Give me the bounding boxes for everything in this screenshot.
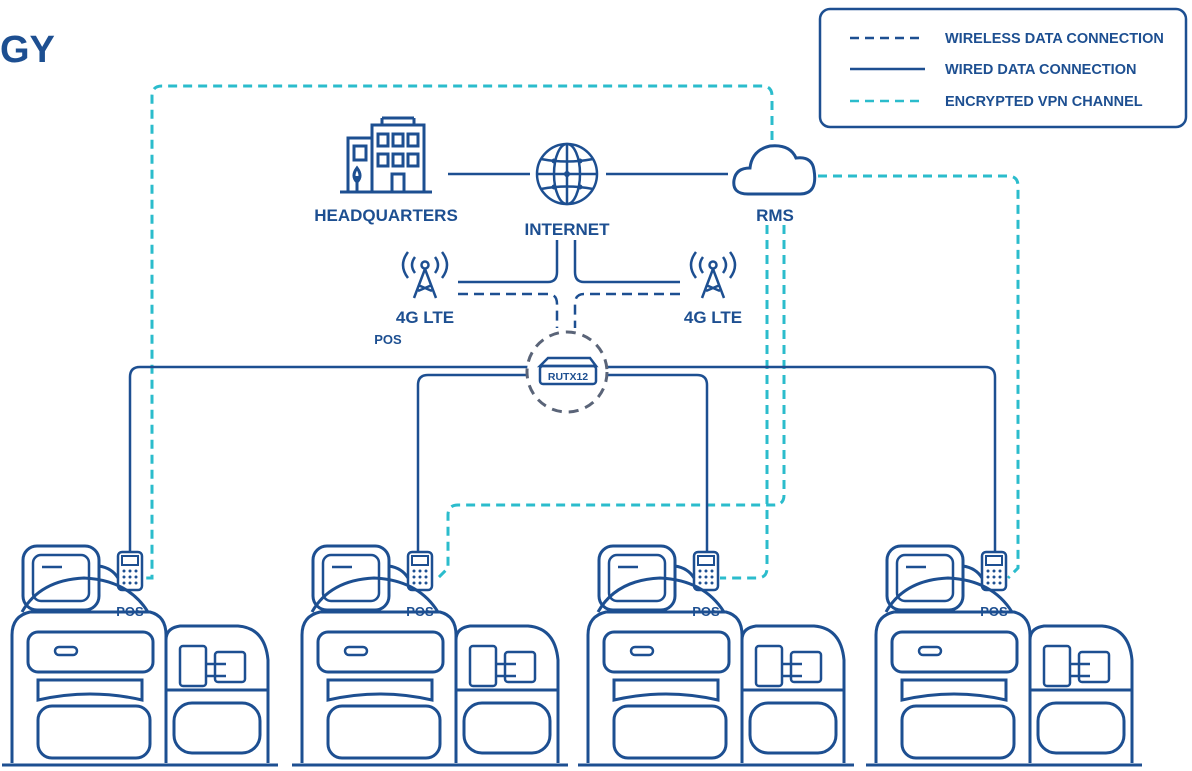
router-label: RUTX12: [548, 371, 588, 383]
vpn-line-pos-1: [142, 84, 774, 580]
vpn-line-pos-2: [436, 225, 786, 580]
wire-router-pos-3: [606, 373, 709, 552]
pos-terminal-4: POS: [864, 544, 1144, 767]
pos-terminal-3: POS: [576, 544, 856, 767]
pos-terminal-2-label: POS: [406, 604, 434, 619]
lte-right-label: 4G LTE: [684, 308, 742, 327]
pos-terminal-3-label: POS: [692, 604, 720, 619]
wireless-lte-right-router: [573, 292, 680, 328]
legend: WIRELESS DATA CONNECTION WIRED DATA CONN…: [818, 7, 1188, 129]
wireless-links: [458, 292, 680, 328]
wired-links: [128, 172, 997, 552]
wireless-lte-left-router: [458, 292, 559, 328]
pos-terminal-1-label: POS: [116, 604, 144, 619]
headquarters-label: HEADQUARTERS: [314, 206, 458, 225]
wire-lte-left-internet: [458, 240, 559, 284]
legend-vpn-label: ENCRYPTED VPN CHANNEL: [945, 94, 1143, 110]
wire-router-pos-4: [606, 365, 997, 552]
pos-terminal-4-label: POS: [980, 604, 1008, 619]
pos-terminal-1: POS: [0, 544, 280, 767]
diagram-title: GY: [0, 29, 55, 71]
lte-tower-left-icon: [401, 251, 449, 299]
vpn-line-pos-3: [720, 225, 769, 580]
lte-tower-right-icon: [689, 251, 737, 299]
internet-globe-nodes: [551, 158, 583, 190]
wire-router-pos-1: [128, 365, 528, 552]
vpn-channels: [142, 84, 1020, 580]
rms-cloud-icon: [732, 144, 817, 196]
router-ring: [525, 330, 609, 414]
router-icon: [536, 356, 599, 386]
vpn-line-pos-4: [818, 174, 1020, 580]
pos-small-label: POS: [374, 332, 402, 347]
lte-left-label: 4G LTE: [396, 308, 454, 327]
pos-terminal-2: POS: [290, 544, 570, 767]
internet-label: INTERNET: [525, 220, 611, 239]
rms-label: RMS: [756, 206, 794, 225]
wire-lte-right-internet: [573, 240, 680, 284]
legend-wired-label: WIRED DATA CONNECTION: [945, 62, 1136, 78]
legend-wireless-label: WIRELESS DATA CONNECTION: [945, 31, 1164, 47]
headquarters-icon: [340, 116, 432, 194]
wire-router-pos-2: [416, 373, 528, 552]
